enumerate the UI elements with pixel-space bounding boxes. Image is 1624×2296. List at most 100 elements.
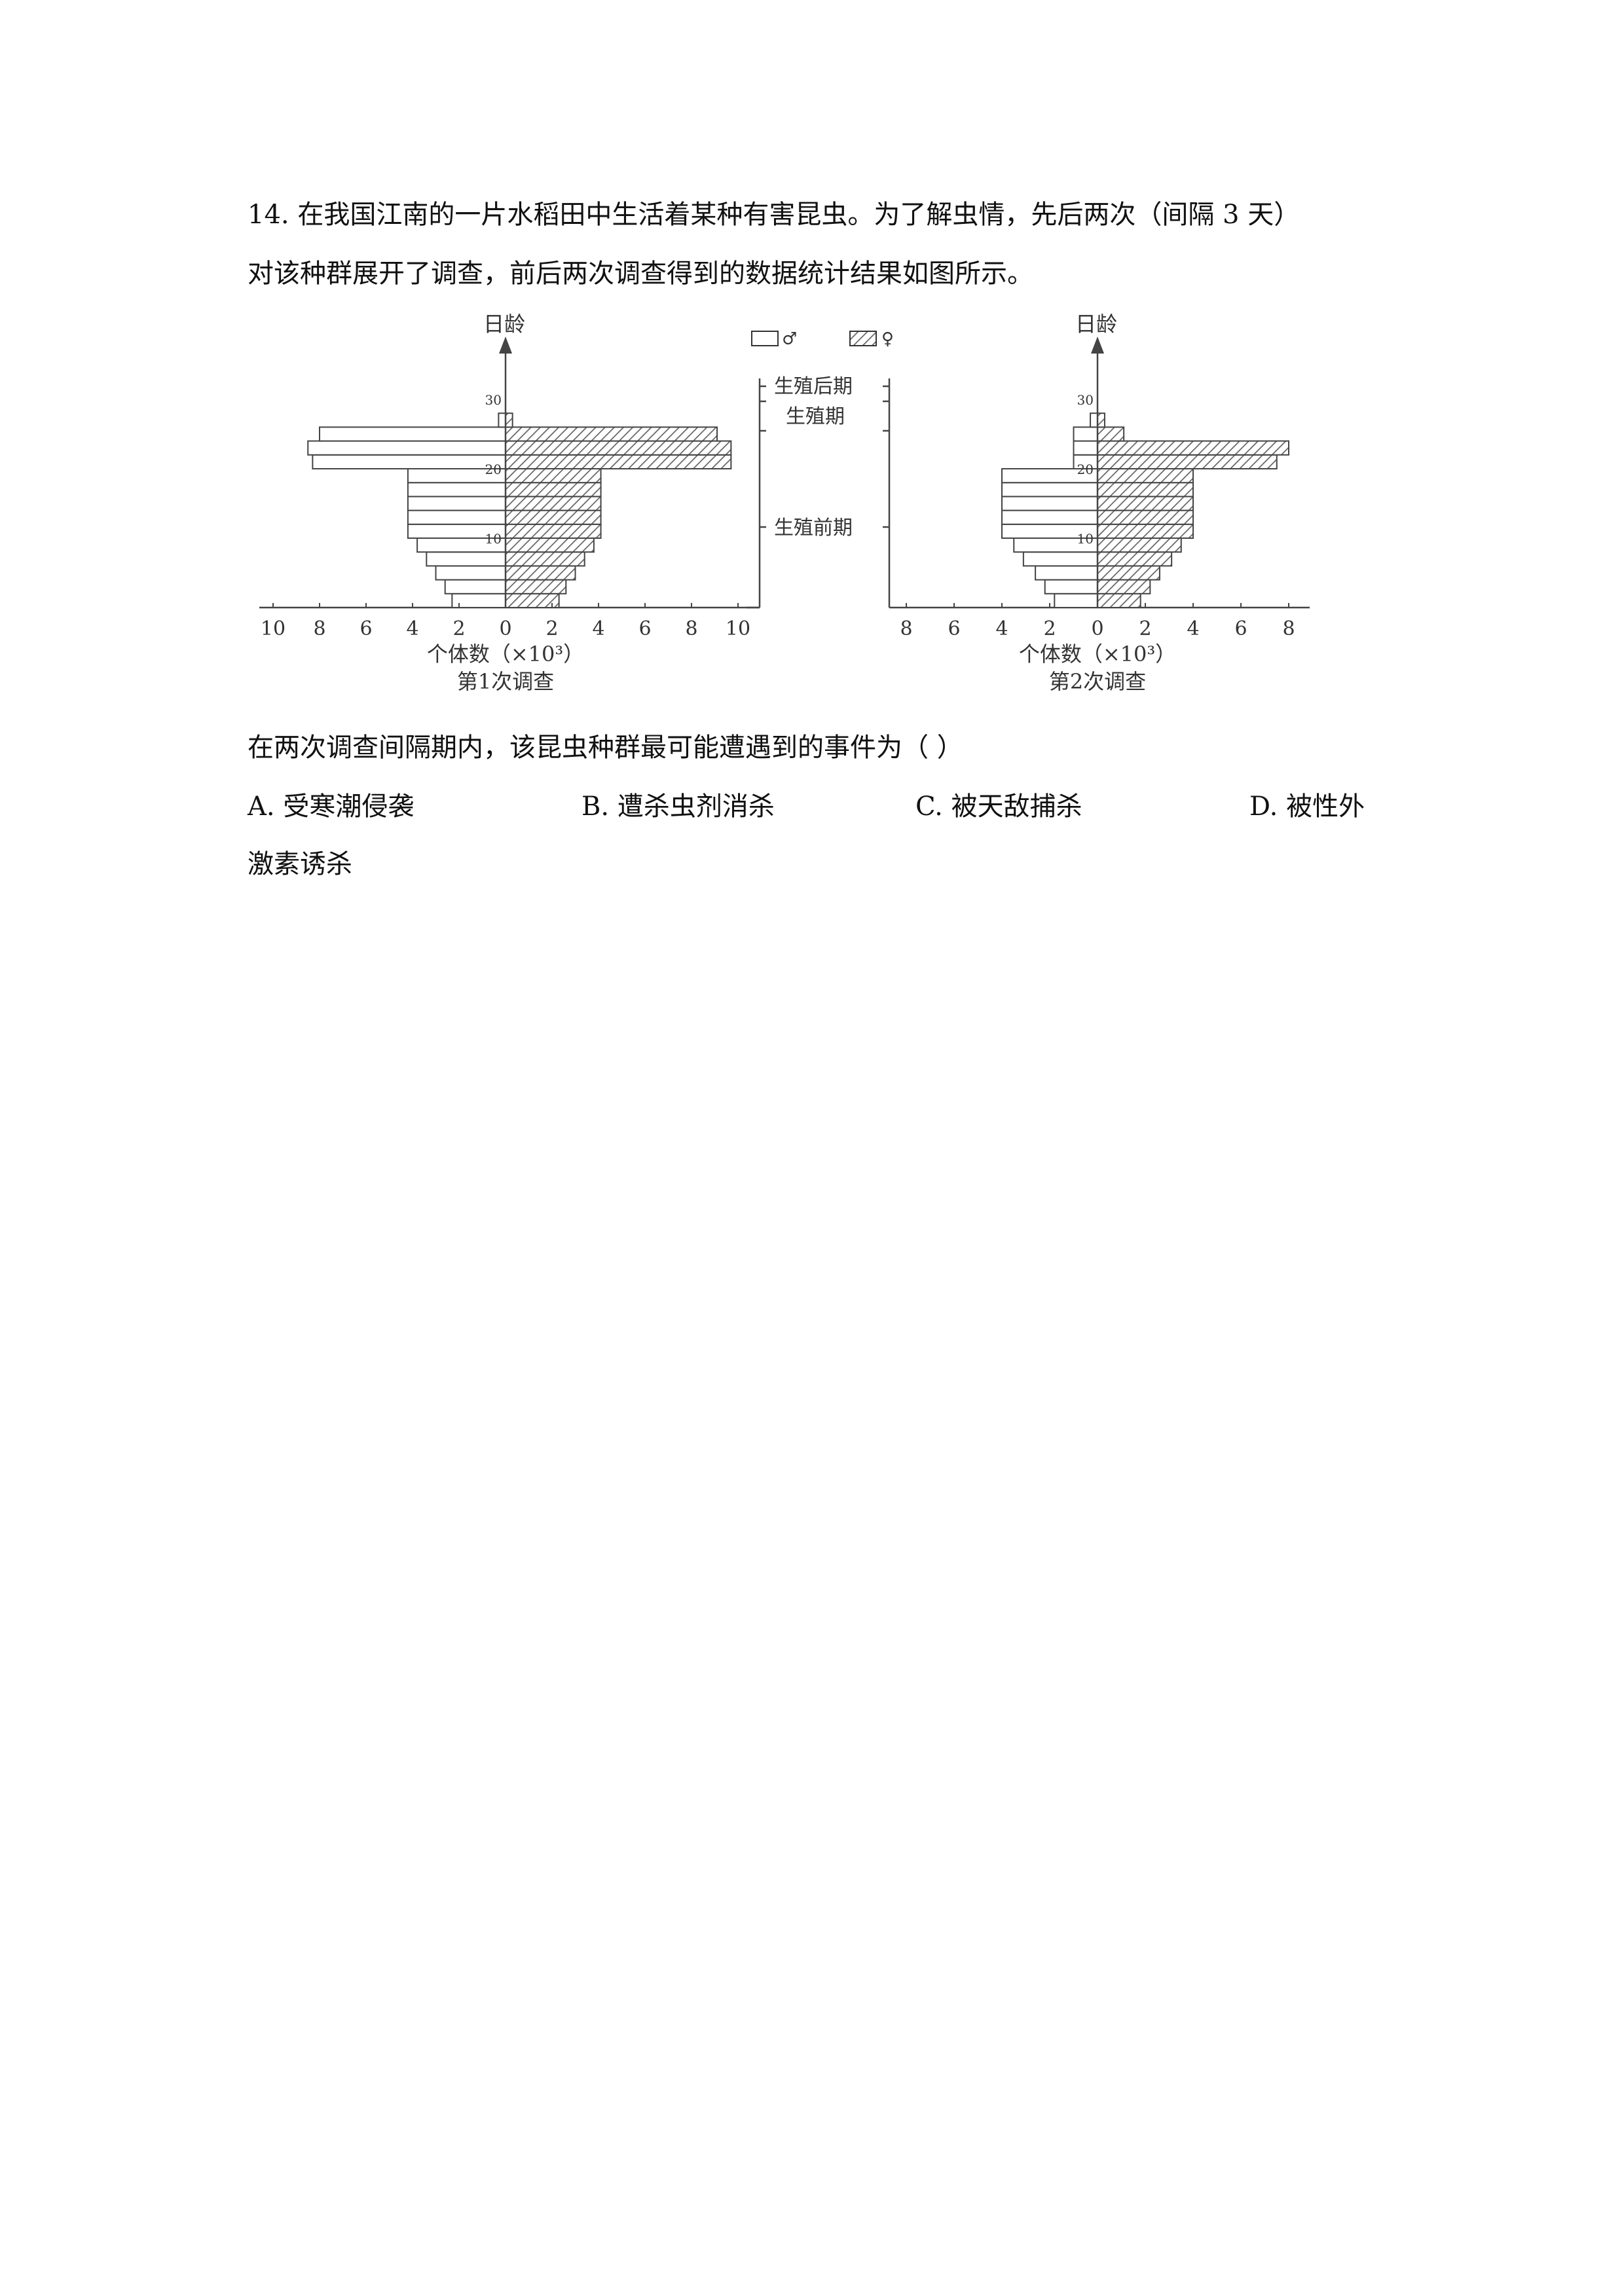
male-bar (435, 565, 506, 581)
female-bar (505, 592, 560, 608)
option-b[interactable]: B. 遭杀虫剂消杀 (581, 792, 775, 822)
female-bar (1097, 426, 1125, 442)
female-bar (1097, 468, 1194, 484)
male-bar (1001, 509, 1098, 525)
male-bar (426, 551, 506, 567)
stage-reproductive: 生殖期 (786, 405, 845, 428)
legend-male-label: ♂ (782, 329, 797, 349)
x-axis-label: 个体数（×10³） (427, 642, 584, 666)
x-tick-label: 6 (638, 617, 651, 640)
x-tick-label: 4 (592, 617, 604, 640)
female-bar (1097, 523, 1194, 539)
male-bar (407, 509, 506, 525)
male-bar (407, 482, 506, 498)
y-axis-arrow (1091, 337, 1104, 354)
x-tick-label: 6 (360, 617, 372, 640)
female-bar (505, 538, 595, 553)
female-bar (505, 426, 718, 442)
male-bar (1073, 440, 1098, 456)
female-bar (1097, 592, 1141, 608)
x-tick-label: 4 (406, 617, 418, 640)
female-bar (505, 454, 732, 470)
female-bar (505, 412, 513, 428)
male-bar (451, 592, 507, 608)
male-bar (1073, 426, 1098, 442)
male-bar (319, 426, 506, 442)
female-bar (505, 440, 732, 456)
male-bar (1001, 496, 1098, 511)
y-tick-label: 10 (485, 531, 502, 547)
female-bar (1097, 454, 1278, 470)
legend: ♂ ♀ (751, 329, 894, 349)
male-bar (1054, 592, 1099, 608)
male-bar (498, 412, 507, 428)
female-bar (505, 509, 602, 525)
female-bar (505, 482, 602, 498)
female-bar (505, 579, 567, 594)
male-bar (1035, 565, 1098, 581)
legend-female-swatch (849, 331, 877, 346)
male-bar (1022, 551, 1098, 567)
male-bar (307, 440, 506, 456)
female-bar (1097, 482, 1194, 498)
x-tick-label: 10 (261, 617, 286, 640)
y-tick-label: 20 (1077, 462, 1094, 477)
male-bar (1001, 482, 1098, 498)
male-bar (407, 496, 506, 511)
female-bar (505, 523, 602, 539)
x-tick-label: 6 (1234, 617, 1247, 640)
female-bar (1097, 538, 1182, 553)
female-bar (1097, 412, 1105, 428)
x-tick-label: 2 (545, 617, 558, 640)
stage-post-reproductive: 生殖后期 (774, 375, 853, 398)
y-tick-label: 30 (1077, 392, 1094, 408)
legend-male-swatch (751, 331, 779, 346)
option-c[interactable]: C. 被天敌捕杀 (915, 792, 1082, 822)
x-tick-label: 0 (1091, 617, 1103, 640)
male-bar (444, 579, 507, 594)
question-line-2: 对该种群展开了调查，前后两次调查得到的数据统计结果如图所示。 (248, 259, 1033, 289)
y-axis-label: 日龄 (1075, 312, 1117, 337)
x-axis-label: 个体数（×10³） (1019, 642, 1176, 666)
x-tick-label: 4 (1187, 617, 1199, 640)
y-tick-label: 20 (485, 462, 502, 477)
option-d[interactable]: D. 被性外 (1249, 792, 1365, 822)
x-tick-label: 6 (948, 617, 960, 640)
y-tick-label: 30 (485, 392, 502, 408)
female-bar (1097, 551, 1173, 567)
female-bar (1097, 496, 1194, 511)
x-tick-label: 2 (1043, 617, 1056, 640)
chart-title: 第2次调查 (1049, 669, 1146, 694)
stage-bracket (747, 378, 901, 609)
question-line-1: 14. 在我国江南的一片水稻田中生活着某种有害昆虫。为了解虫情，先后两次（间隔 … (248, 200, 1301, 230)
x-tick-label: 8 (1282, 617, 1295, 640)
x-tick-label: 0 (499, 617, 511, 640)
x-tick-label: 8 (900, 617, 912, 640)
x-tick-label: 4 (995, 617, 1008, 640)
stage-pre-reproductive: 生殖前期 (774, 517, 853, 539)
female-bar (505, 565, 576, 581)
y-axis-arrow (499, 337, 512, 354)
y-axis-label: 日龄 (483, 312, 525, 337)
y-tick-label: 10 (1077, 531, 1094, 547)
x-tick-label: 10 (726, 617, 750, 640)
option-d-continued: 激素诱杀 (248, 849, 352, 879)
female-bar (1097, 440, 1289, 456)
x-tick-label: 8 (313, 617, 325, 640)
male-bar (1090, 412, 1099, 428)
female-bar (505, 496, 602, 511)
female-bar (1097, 579, 1151, 594)
question-prompt: 在两次调查间隔期内，该昆虫种群最可能遭遇到的事件为（ ） (248, 733, 963, 763)
x-tick-label: 8 (685, 617, 697, 640)
option-a[interactable]: A. 受寒潮侵袭 (248, 792, 415, 822)
chart-title: 第1次调查 (457, 669, 554, 694)
female-bar (505, 468, 602, 484)
male-bar (1044, 579, 1098, 594)
female-bar (1097, 509, 1194, 525)
male-bar (312, 454, 506, 470)
female-bar (1097, 565, 1160, 581)
